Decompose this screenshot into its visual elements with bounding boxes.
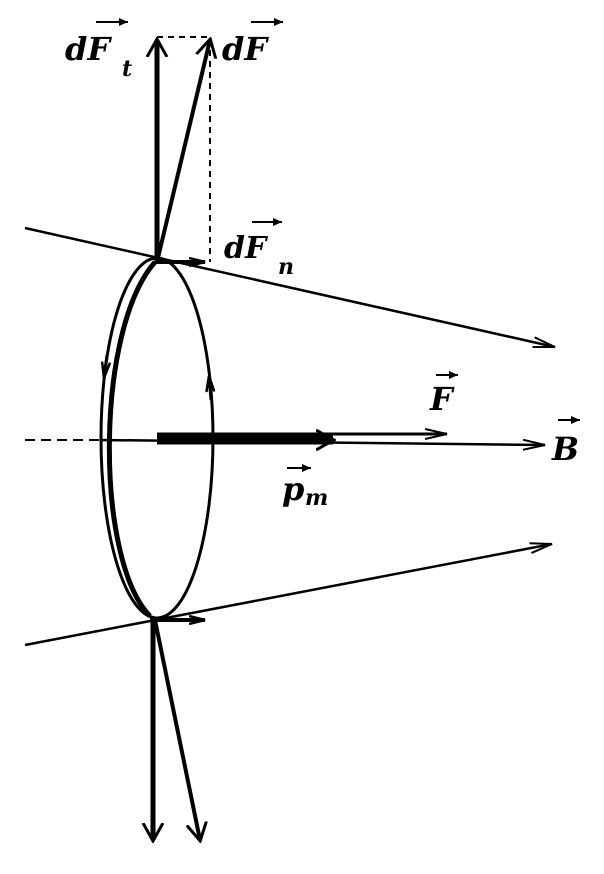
force-vector-df bbox=[155, 40, 210, 263]
svg-text:m: m bbox=[305, 485, 328, 511]
current-direction-arrow-left bbox=[104, 354, 107, 378]
parallelogram-dashed bbox=[157, 36, 211, 262]
label-dft: dF t bbox=[65, 18, 132, 82]
loop-front-edge bbox=[106, 260, 157, 618]
label-b: B bbox=[551, 416, 580, 468]
label-pm: p m bbox=[282, 464, 328, 511]
field-line-lower bbox=[24, 544, 552, 647]
svg-text:dF: dF bbox=[224, 231, 269, 266]
field-line-upper bbox=[24, 226, 555, 349]
label-f: F bbox=[429, 371, 458, 418]
label-df: dF bbox=[222, 18, 283, 68]
svg-text:t: t bbox=[122, 56, 132, 82]
svg-text:F: F bbox=[429, 380, 455, 418]
label-dfn: dF n bbox=[224, 218, 294, 280]
svg-text:dF: dF bbox=[222, 30, 269, 68]
svg-text:dF: dF bbox=[65, 30, 112, 68]
force-vector-bottom-total bbox=[153, 619, 200, 840]
svg-text:p: p bbox=[282, 470, 304, 508]
current-direction-arrow-right bbox=[209, 376, 211, 401]
svg-text:B: B bbox=[551, 430, 579, 468]
svg-text:n: n bbox=[278, 254, 294, 280]
